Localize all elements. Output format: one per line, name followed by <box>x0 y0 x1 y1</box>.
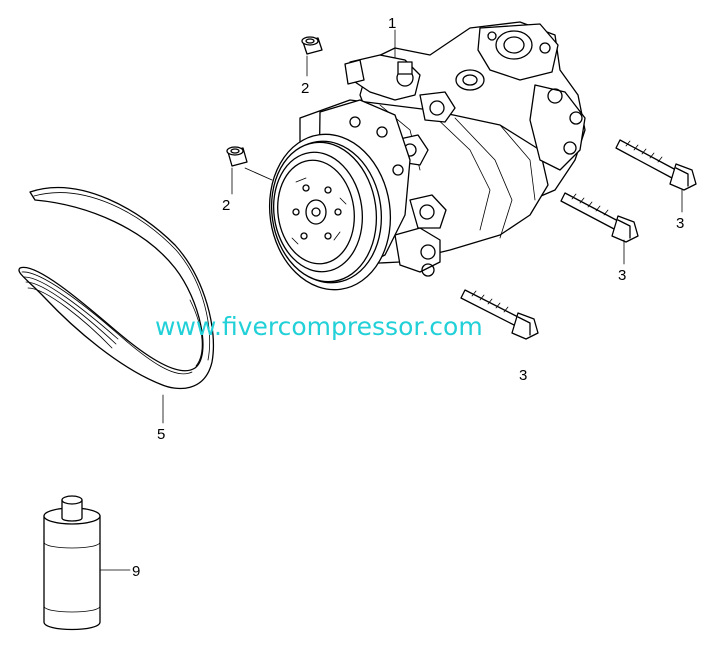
leader-lines <box>99 29 683 571</box>
bolt-upper <box>615 139 697 191</box>
callout-3-upper: 3 <box>676 215 684 232</box>
callout-3-lower: 3 <box>519 367 527 384</box>
bushing-left <box>226 146 248 167</box>
leader-2-pulley <box>244 167 273 181</box>
callout-2-top: 2 <box>301 80 309 97</box>
oil-bottle <box>43 495 101 631</box>
callout-9: 9 <box>132 563 140 580</box>
callout-2-left: 2 <box>222 197 230 214</box>
callout-3-middle: 3 <box>618 267 626 284</box>
drive-belt <box>18 187 215 390</box>
watermark-text: www.fivercompressor.com <box>155 312 483 341</box>
bolt-middle <box>560 192 639 243</box>
callout-5: 5 <box>157 426 165 443</box>
callout-1: 1 <box>388 15 396 32</box>
bolt-lower <box>460 289 539 340</box>
bushing-top <box>301 36 323 55</box>
pulley-clutch <box>268 133 392 291</box>
